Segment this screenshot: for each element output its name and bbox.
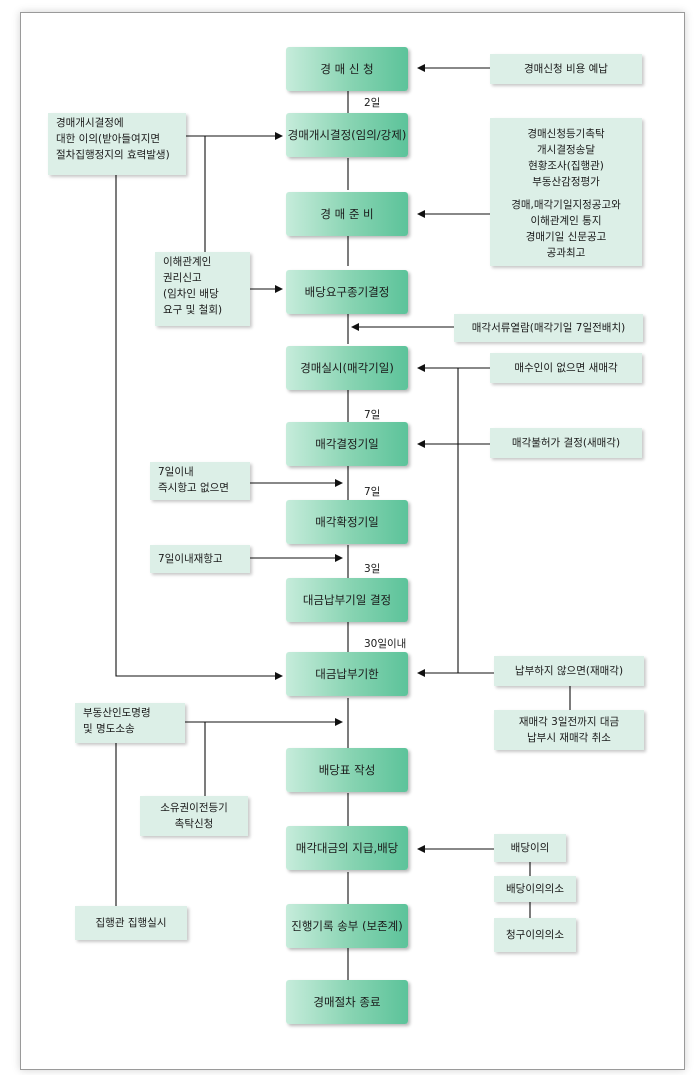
note-document-reading: 매각서류열람(매각기일 7일전배치) xyxy=(454,314,643,342)
prep-line: 부동산감정평가 xyxy=(532,175,600,188)
note-delivery-order: 부동산인도명령 및 명도소송 xyxy=(75,703,185,743)
step-distribution-table: 배당표 작성 xyxy=(286,748,408,792)
step-payment-distribution: 매각대금의 지급,배당 xyxy=(286,826,408,870)
step-record-transfer: 진행기록 송부 (보존계) xyxy=(286,904,408,948)
step-auction-execution: 경매실시(매각기일) xyxy=(286,346,408,390)
objection-line: 절차집행정지의 효력발생) xyxy=(56,149,170,161)
note-bailiff-execution: 집행관 집행실시 xyxy=(75,906,187,940)
note-commencement-objection: 경매개시결정에 대한 이의(받아들여지면 절차집행정지의 효력발생) xyxy=(48,113,186,175)
step-sale-confirmation: 매각확정기일 xyxy=(286,500,408,544)
delivery-line: 부동산인도명령 xyxy=(83,707,151,719)
rights-line: 요구 및 철회) xyxy=(163,304,223,316)
duration-3-days: 3일 xyxy=(364,563,381,575)
prep-line: 공과최고 xyxy=(546,246,586,259)
resale-line: 납부시 재매각 취소 xyxy=(527,732,611,744)
transfer-line: 촉탁신청 xyxy=(174,818,214,830)
prep-line: 경매,매각기일지정공고와 xyxy=(511,198,621,211)
rights-line: 권리신고 xyxy=(163,272,202,284)
prep-line: 경매기일 신문공고 xyxy=(525,230,607,243)
objection-line: 경매개시결정에 xyxy=(56,117,124,129)
line-objection-down xyxy=(115,174,283,680)
prep-line: 현황조사(집행관) xyxy=(528,159,604,172)
duration-2-days: 2일 xyxy=(364,97,381,109)
note-resale-cancel: 재매각 3일전까지 대금 납부시 재매각 취소 xyxy=(494,710,644,750)
objection-line: 대한 이의(받아들여지면 xyxy=(56,133,161,145)
prep-line: 이해관계인 통지 xyxy=(530,214,602,227)
prep-line: 경매신청등기촉탁 xyxy=(527,127,605,140)
transfer-line: 소유권이전등기 xyxy=(160,802,228,814)
appeal-line: 7일이내 xyxy=(158,466,194,478)
appeal-line: 즉시항고 없으면 xyxy=(158,482,229,494)
rights-line: 이해관계인 xyxy=(163,256,212,268)
step-sale-decision: 매각결정기일 xyxy=(286,422,408,466)
note-no-buyer: 매수인이 없으면 새매각 xyxy=(490,353,642,383)
resale-line: 재매각 3일전까지 대금 xyxy=(518,716,620,728)
rights-line: (임차인 배당 xyxy=(163,288,219,300)
note-sale-not-allowed: 매각불허가 결정(새매각) xyxy=(490,428,642,458)
step-auction-application: 경 매 신 청 xyxy=(286,47,408,91)
duration-7-days-b: 7일 xyxy=(364,486,381,498)
note-rights-report: 이해관계인 권리신고 (임차인 배당 요구 및 철회) xyxy=(155,252,250,326)
note-dividend-objection: 배당이의 xyxy=(494,834,566,862)
prep-line: 개시결정송달 xyxy=(537,143,595,156)
note-no-payment: 납부하지 않으면(재매각) xyxy=(494,656,644,686)
duration-7-days-a: 7일 xyxy=(364,409,381,421)
step-dividend-deadline: 배당요구종기결정 xyxy=(286,270,408,314)
step-payment-deadline: 대금납부기한 xyxy=(286,652,408,696)
step-procedure-end: 경매절차 종료 xyxy=(286,980,408,1024)
step-auction-preparation: 경 매 준 비 xyxy=(286,192,408,236)
step-payment-date-decision: 대금납부기일 결정 xyxy=(286,578,408,622)
delivery-line: 및 명도소송 xyxy=(83,723,135,735)
note-preparation-tasks: 경매신청등기촉탁 개시결정송달 현황조사(집행관) 부동산감정평가 경매,매각기… xyxy=(490,118,642,266)
note-ownership-transfer: 소유권이전등기 촉탁신청 xyxy=(140,796,248,836)
note-immediate-appeal: 7일이내 즉시항고 없으면 xyxy=(150,462,250,500)
note-dividend-objection-suit: 배당이의의소 xyxy=(494,876,576,902)
duration-30-days: 30일이내 xyxy=(364,638,407,650)
step-commencement-decision: 경매개시결정(임의/강제) xyxy=(286,113,408,157)
note-cost-prepay: 경매신청 비용 예납 xyxy=(490,54,642,84)
note-re-appeal: 7일이내재항고 xyxy=(150,545,250,573)
note-claim-objection-suit: 청구이의의소 xyxy=(494,918,576,952)
